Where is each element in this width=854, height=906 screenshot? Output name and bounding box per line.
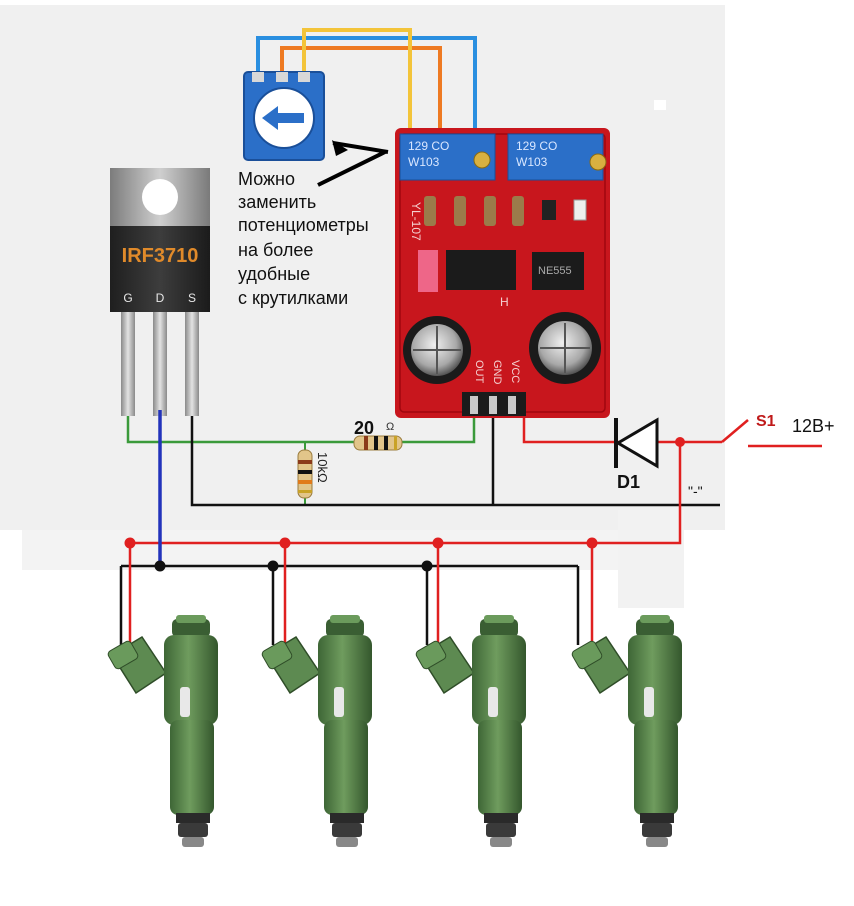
fuel-injector [415, 615, 526, 847]
ne555-board: 129 CO W103 129 CO W103 YL-107 H NE555 O… [395, 128, 610, 418]
pin-label-s: S [188, 291, 196, 305]
jumper-header [446, 250, 516, 290]
transistor-irf3710: IRF3710 G D S [110, 168, 210, 416]
trimmer-1-text: 129 CO [408, 139, 449, 153]
jumper-pink [418, 250, 438, 292]
mounting-hole [142, 179, 178, 215]
switch-s1: S1 12В+ [721, 413, 835, 443]
junction-dot [432, 537, 444, 549]
note-line: заменить [238, 192, 316, 212]
pin-label-out: OUT [473, 360, 485, 384]
junction-dot [421, 560, 433, 572]
pin-label-gnd: GND [491, 360, 503, 385]
fuel-injector [261, 615, 372, 847]
ground-wire [190, 416, 720, 507]
transistor-label: IRF3710 [122, 245, 199, 267]
gate-wire [126, 416, 476, 444]
board-label: YL-107 [409, 202, 423, 241]
arrow-left-icon [262, 106, 304, 130]
diode-label: D1 [617, 472, 640, 492]
junction-dot [154, 560, 166, 572]
jumper-label: H [500, 295, 509, 309]
vcc-wire [522, 418, 612, 444]
junction-dot [586, 537, 598, 549]
gate-leg [121, 312, 135, 416]
note-line: с крутилками [238, 288, 348, 308]
trimmer-1-text: W103 [408, 155, 440, 169]
pin-label-vcc: VCC [509, 360, 521, 383]
junction-dot [279, 537, 291, 549]
trimmer-2 [507, 133, 604, 181]
source-leg [185, 312, 199, 416]
chip-label: NE555 [538, 265, 572, 277]
potentiometer [243, 28, 477, 161]
ne555-chip [532, 252, 584, 290]
note-line: на более [238, 240, 313, 260]
pin-label-g: G [123, 291, 132, 305]
drain-leg [153, 312, 167, 416]
injector-group [107, 615, 682, 847]
note-line: удобные [238, 264, 310, 284]
resistor-10k: 10kΩ [297, 449, 330, 499]
background-panel-right [618, 510, 684, 608]
pointer-arrow [317, 140, 389, 187]
pot-wire-yellow [302, 28, 412, 140]
fuel-injector [571, 615, 682, 847]
supply-positive-label: 12В+ [792, 416, 835, 436]
pot-wire-orange [280, 46, 442, 140]
junction-dot [124, 537, 136, 549]
junction-dot [267, 560, 279, 572]
pin-label-d: D [156, 291, 165, 305]
background-panel-lower [22, 530, 622, 570]
note-line: Можно [238, 169, 295, 189]
junction-dot [675, 437, 685, 447]
diode-d1: D1 [612, 417, 659, 492]
trimmer-2-text: W103 [516, 155, 548, 169]
resistor-20-unit: Ω [386, 421, 394, 433]
background-notch [654, 100, 666, 110]
trimmer-2-text: 129 CO [516, 139, 557, 153]
resistor-20: 20 Ω [353, 418, 403, 451]
fuel-injector [107, 615, 218, 847]
note-line: потенциометры [238, 215, 369, 235]
resistor-10k-value: 10kΩ [315, 452, 330, 483]
switch-label: S1 [756, 413, 776, 430]
note-text: Можно заменить потенциометры на более уд… [238, 169, 374, 308]
supply-negative-label: "-" [688, 483, 703, 499]
feed-wire [592, 442, 682, 545]
pot-wire-blue [256, 36, 477, 140]
resistor-20-value: 20 [354, 418, 374, 438]
